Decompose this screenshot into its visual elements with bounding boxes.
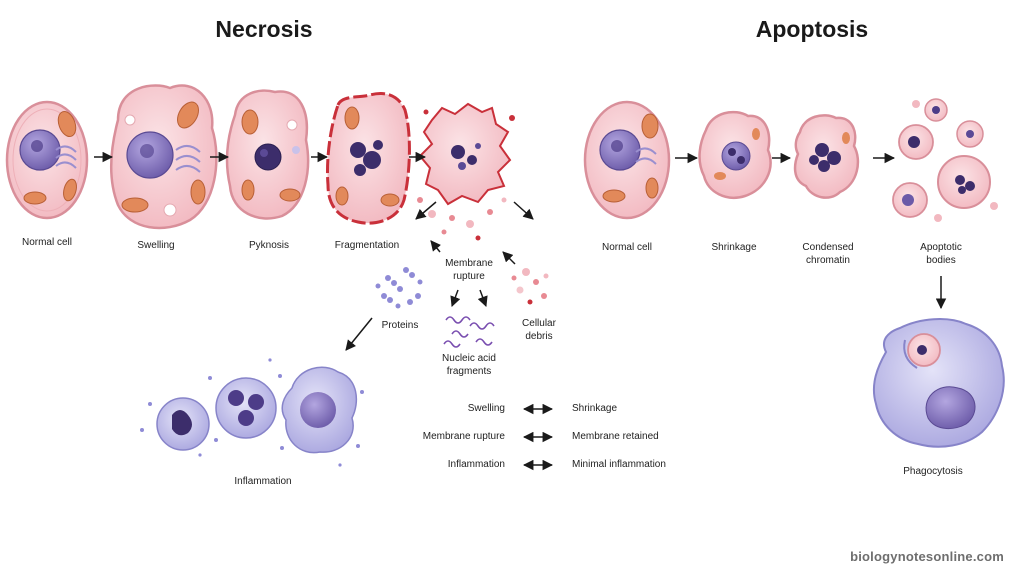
apoptosis-condensed-cell [793, 114, 860, 199]
label-necrosis-normal-cell: Normal cell [21, 237, 73, 248]
label-proteins: Proteins [381, 320, 419, 331]
label-shrinkage: Shrinkage [711, 242, 757, 253]
label-apoptosis-normal-cell: Normal cell [601, 242, 653, 253]
apoptosis-arrows [675, 152, 947, 310]
cellular-debris-illustration [511, 268, 549, 305]
comparison-right-minimal-inflammation: Minimal inflammation [572, 459, 666, 470]
label-swelling: Swelling [137, 240, 175, 251]
label-pyknosis: Pyknosis [248, 240, 290, 251]
label-phagocytosis: Phagocytosis [903, 466, 963, 477]
comparison-left-membrane-rupture: Membrane rupture [422, 431, 505, 442]
comparison-right-shrinkage: Shrinkage [572, 403, 618, 414]
label-nucleic-acid-fragments: Nucleic acid fragments [442, 353, 496, 377]
nucleic-acid-illustration [443, 316, 495, 348]
label-apoptotic-bodies: Apoptotic bodies [920, 242, 962, 266]
watermark: biologynotesonline.com [850, 549, 1004, 564]
label-cellular-debris: Cellular debris [522, 318, 556, 342]
comparison-right-membrane-retained: Membrane retained [572, 431, 659, 442]
label-condensed-chromatin: Condensed chromatin [802, 242, 854, 266]
comparison-left-swelling: Swelling [467, 403, 505, 414]
proteins-illustration [375, 267, 423, 309]
necrosis-fragmentation-cell [326, 92, 411, 225]
apoptotic-bodies [892, 98, 998, 222]
comparison-arrows [522, 403, 554, 471]
necrosis-title: Necrosis [215, 16, 313, 42]
necrosis-normal-cell [5, 100, 89, 220]
label-fragmentation: Fragmentation [334, 240, 400, 251]
label-inflammation: Inflammation [234, 476, 292, 487]
apoptosis-shrinkage-cell [698, 110, 772, 199]
apoptosis-normal-cell [583, 100, 671, 220]
necrosis-pyknosis-cell [225, 89, 310, 220]
phagocyte-cell [872, 318, 1005, 448]
necrosis-arrows [94, 151, 534, 351]
label-membrane-rupture: Membrane rupture [445, 258, 493, 282]
inflammation-cells [140, 358, 364, 467]
necrosis-swelling-cell [110, 84, 218, 230]
necrosis-ruptured-cell [417, 102, 515, 241]
comparison-left-inflammation: Inflammation [447, 459, 505, 470]
apoptosis-title: Apoptosis [755, 16, 869, 42]
